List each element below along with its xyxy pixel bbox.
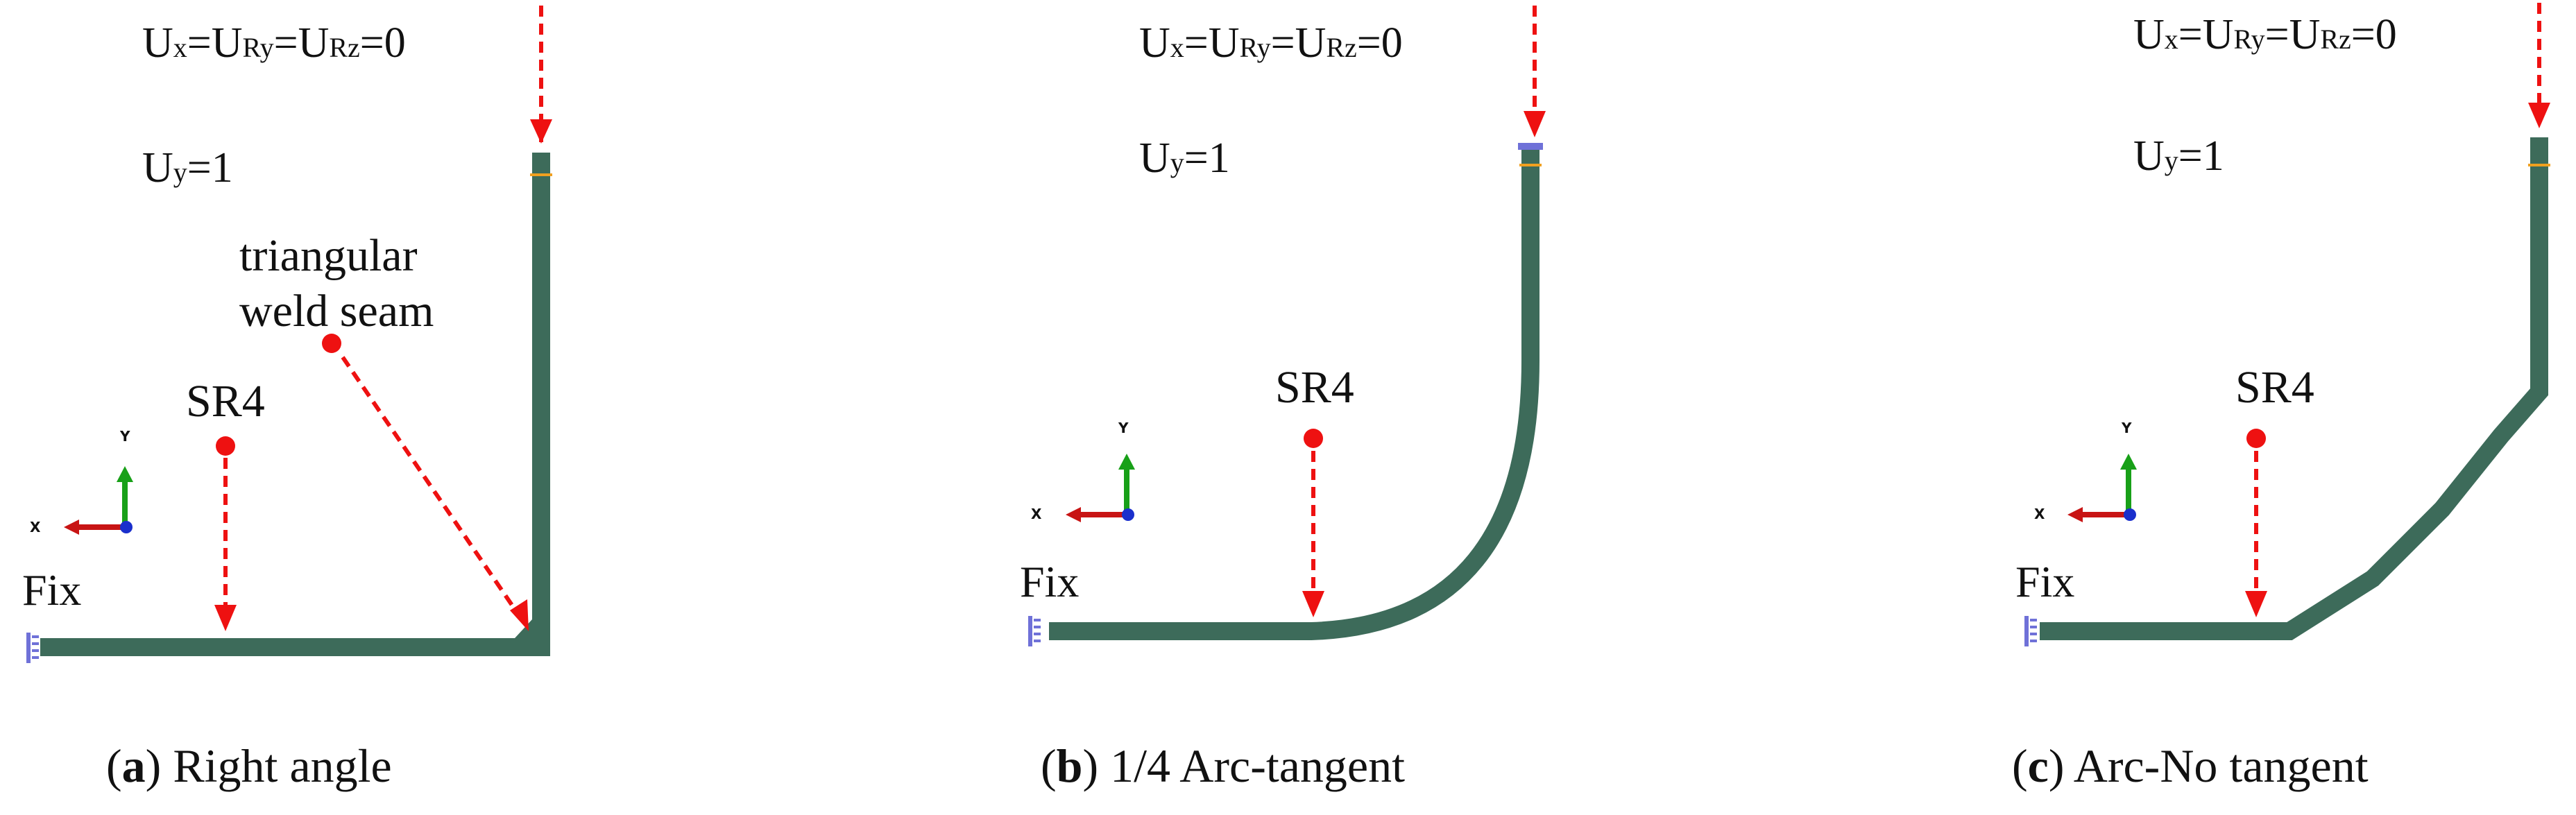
panel-c-sr4-label: SR4 bbox=[2235, 362, 2314, 413]
panel-a-top-pin bbox=[530, 173, 552, 176]
panel-c-caption: (c) Arc-No tangent bbox=[2012, 739, 2369, 792]
panel-b-bc-load: Uy=1 bbox=[1139, 135, 1230, 182]
panel-c-axis-x-label: X bbox=[2034, 506, 2045, 522]
panel-a-fix-label: Fix bbox=[22, 565, 81, 615]
panel-b-bc-top: Ux=URy=URz=0 bbox=[1139, 19, 1403, 67]
panel-c-top-pin bbox=[2528, 164, 2550, 166]
panel-a-weld-arrow bbox=[341, 356, 522, 619]
panel-c-load-arrowhead bbox=[2528, 103, 2550, 128]
panel-b-axis-x-label: X bbox=[1031, 506, 1042, 522]
panel-b-sr4-label: SR4 bbox=[1275, 362, 1354, 413]
panel-a-bc-load: Uy=1 bbox=[142, 144, 233, 191]
panel-b-sr4-marker bbox=[1304, 429, 1323, 448]
panel-b-load-arrowhead bbox=[1524, 111, 1546, 137]
panel-c-sr4-marker bbox=[2246, 429, 2266, 448]
panel-a: Ux=URy=URz=0 Uy=1 triangular weld seam S… bbox=[22, 6, 552, 792]
panel-a-sr4-marker bbox=[216, 436, 235, 456]
panel-b-fixed-support-icon bbox=[1028, 616, 1041, 646]
panel-a-bc-top: Ux=URy=URz=0 bbox=[142, 19, 406, 67]
panel-a-load-arrowhead bbox=[530, 119, 552, 144]
panel-b-top-pin bbox=[1519, 164, 1542, 166]
panel-b-caption: (b) 1/4 Arc-tangent bbox=[1041, 739, 1405, 792]
panel-a-caption: (a) Right angle bbox=[106, 739, 392, 792]
panel-b-axis-y-label: Y bbox=[1118, 420, 1129, 436]
panel-a-weld-arrowhead bbox=[510, 599, 529, 631]
panel-c-axis-y-label: Y bbox=[2121, 420, 2132, 436]
panel-a-member bbox=[40, 153, 550, 656]
panel-c-axis-triad: Y X bbox=[2034, 420, 2137, 522]
panel-b-axis-triad: Y X bbox=[1031, 420, 1135, 522]
panel-b-top-support bbox=[1518, 143, 1543, 150]
panel-b-fix-label: Fix bbox=[1020, 557, 1079, 606]
panel-c-sr4-arrowhead bbox=[2245, 591, 2267, 617]
panel-c: Ux=URy=URz=0 Uy=1 SR4 Fix Y X bbox=[2012, 3, 2550, 792]
panel-c-fix-label: Fix bbox=[2015, 557, 2074, 606]
panel-c-fixed-support-icon bbox=[2024, 616, 2037, 646]
panel-a-axis-triad: Y X bbox=[30, 428, 133, 535]
panel-b-member bbox=[1049, 147, 1539, 640]
panel-a-fixed-support-icon bbox=[26, 633, 39, 663]
panel-c-bc-top: Ux=URy=URz=0 bbox=[2133, 11, 2397, 58]
panel-a-sr4-arrowhead bbox=[214, 605, 237, 631]
panel-c-bc-load: Uy=1 bbox=[2133, 132, 2224, 180]
panel-b: Ux=URy=URz=0 Uy=1 SR4 Fix Y bbox=[1020, 6, 1546, 792]
panel-a-sr4-label: SR4 bbox=[186, 376, 265, 427]
panel-b-sr4-arrowhead bbox=[1302, 591, 1324, 617]
panel-a-weld-marker bbox=[322, 334, 341, 353]
panel-a-weld-label-line2: weld seam bbox=[239, 286, 434, 336]
panel-c-member bbox=[2040, 137, 2548, 640]
panel-a-axis-y-label: Y bbox=[119, 428, 130, 445]
panel-a-weld-label-line1: triangular bbox=[239, 230, 418, 281]
panel-a-axis-x-label: X bbox=[30, 519, 41, 535]
